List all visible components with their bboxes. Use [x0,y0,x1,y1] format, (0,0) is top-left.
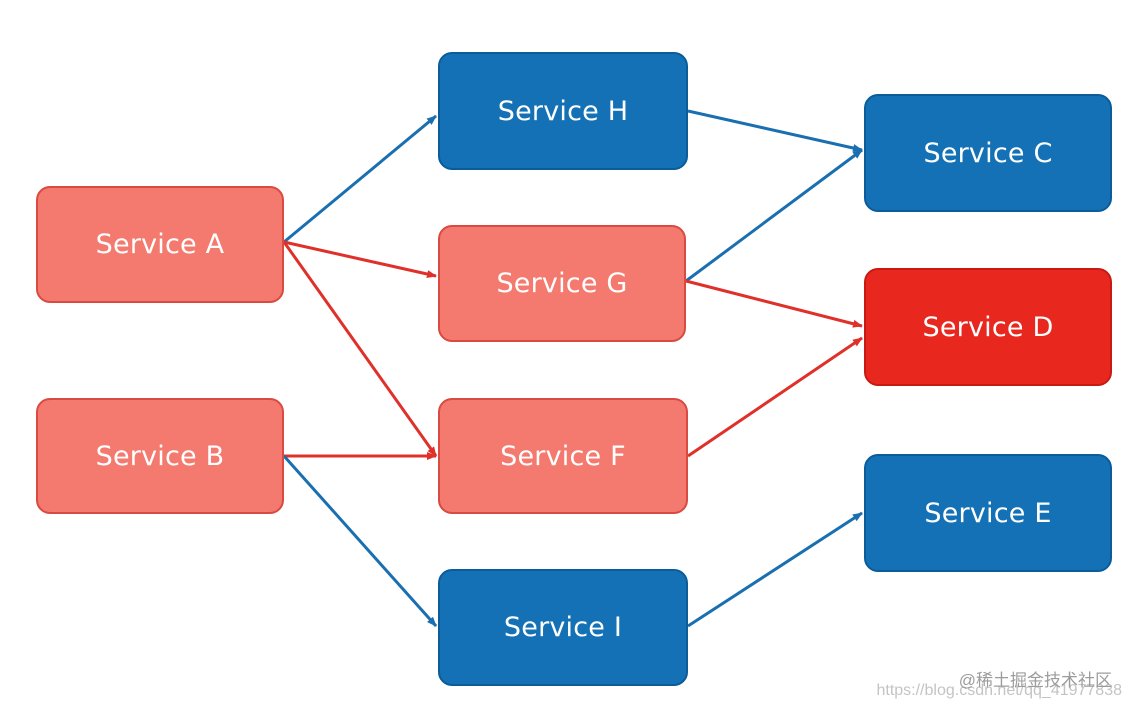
node-service-e: Service E [864,454,1112,572]
edge-a-to-g [283,240,437,278]
node-label: Service H [497,95,629,127]
node-service-f: Service F [438,398,688,514]
edge-a-to-h [283,114,437,244]
edge-a-to-f [282,241,438,457]
watermark-url: https://blog.csdn.net/qq_41977838 [876,682,1122,699]
edge-h-to-c [687,109,863,152]
node-service-a: Service A [36,186,284,303]
node-label: Service D [922,311,1054,343]
node-service-c: Service C [864,94,1112,212]
node-label: Service E [924,497,1052,529]
node-service-i: Service I [438,569,688,686]
node-label: Service I [503,612,623,643]
node-label: Service B [95,440,225,472]
node-service-h: Service H [438,52,688,170]
edge-g-to-c [685,148,863,283]
edge-g-to-d [685,279,863,328]
edge-f-to-d [687,336,863,458]
node-label: Service G [496,268,628,299]
edge-b-to-i [282,455,438,627]
node-label: Service A [95,229,225,260]
node-label: Service F [500,440,626,472]
watermark-brand: @稀土掘金技术社区 [958,671,1112,690]
node-service-b: Service B [36,398,284,514]
edge-i-to-e [687,511,863,628]
node-label: Service C [923,137,1053,169]
node-service-g: Service G [438,225,686,342]
node-service-d: Service D [864,268,1112,386]
